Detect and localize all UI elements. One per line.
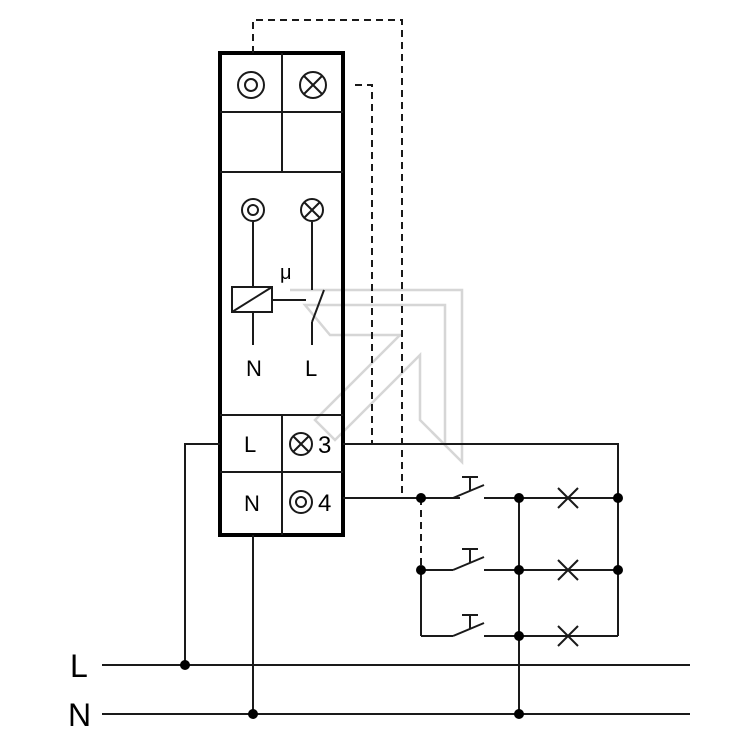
cross-circle-icon	[299, 71, 327, 99]
pushbutton-icon	[452, 476, 519, 499]
dashed-control-wires	[252, 19, 619, 570]
pushbutton-icon	[421, 614, 519, 637]
double-circle-icon	[241, 198, 265, 222]
pushbutton-icon	[421, 548, 519, 571]
coil-neutral-label: N	[246, 356, 262, 381]
relay-contact	[311, 222, 325, 345]
terminal-3-label: 3	[318, 432, 331, 459]
terminal-n-label: N	[244, 491, 260, 516]
cross-lamp-icon	[557, 487, 579, 509]
double-circle-icon	[237, 71, 265, 99]
double-circle-icon	[289, 490, 313, 514]
watermark-arrow	[290, 288, 464, 466]
cross-circle-icon	[289, 432, 313, 456]
terminal-4-label: 4	[318, 490, 331, 517]
cross-lamp-icon	[557, 559, 579, 581]
live-rail-label: L	[70, 648, 88, 684]
lamp-row-wires	[519, 497, 618, 637]
neutral-rail-label: N	[68, 697, 91, 733]
supply-wiring	[184, 443, 619, 714]
cross-circle-icon	[300, 198, 324, 222]
terminal-l-label: L	[244, 432, 256, 457]
cross-lamp-icon	[557, 625, 579, 647]
mu-label: μ	[280, 262, 292, 284]
module-grid	[220, 53, 343, 535]
relay-coil	[231, 222, 306, 345]
junction-dots	[180, 493, 623, 719]
coil-live-label: L	[305, 356, 317, 381]
